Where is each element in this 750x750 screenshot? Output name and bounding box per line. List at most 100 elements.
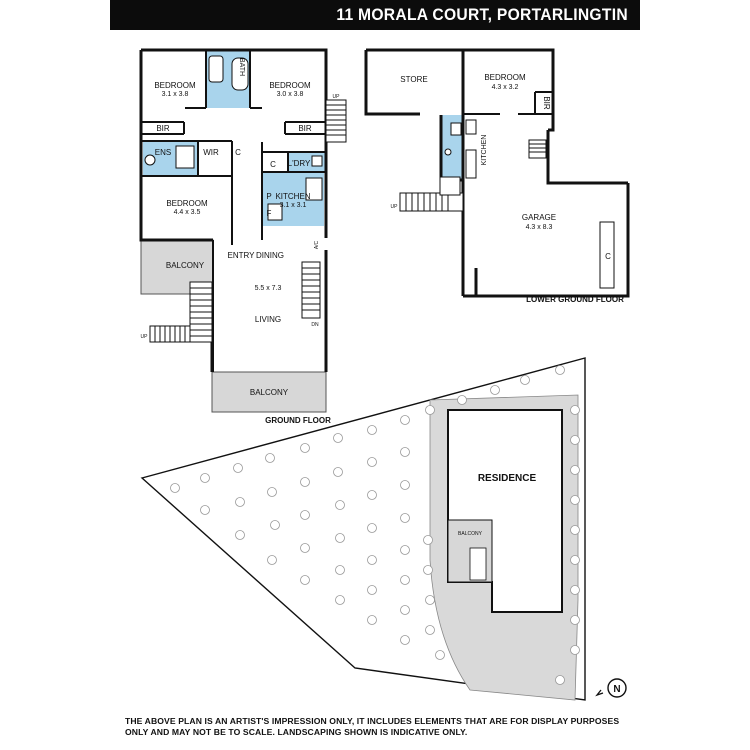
header-bar: 11 MORALA COURT, PORTARLINGTIN xyxy=(110,0,640,30)
ground-stairs xyxy=(149,99,347,343)
tree-icon xyxy=(267,555,277,565)
room-label-entry: ENTRY xyxy=(228,251,256,260)
room-size-kitchen: 3.1 x 3.1 xyxy=(280,202,307,209)
tree-icon xyxy=(400,513,410,523)
tree-icon xyxy=(570,645,580,655)
tree-icon xyxy=(555,365,565,375)
tree-icon xyxy=(335,595,345,605)
tree-icon xyxy=(570,465,580,475)
stair-label-up-left: UP xyxy=(141,334,149,340)
tree-icon xyxy=(570,615,580,625)
lower-room-label-garage: GARAGE xyxy=(522,213,556,222)
room-label-dining: DINING xyxy=(256,251,284,260)
tree-icon xyxy=(233,463,243,473)
lower-room-label-kitchen: KITCHEN xyxy=(481,135,488,166)
tree-icon xyxy=(300,477,310,487)
tree-icon xyxy=(265,453,275,463)
room-label-laundry: L'DRY xyxy=(288,159,311,168)
disclaimer-line-2: ONLY AND MAY NOT BE TO SCALE. LANDSCAPIN… xyxy=(125,727,468,737)
lower-room-label-bedroom: BEDROOM xyxy=(484,73,526,82)
tree-icon xyxy=(367,555,377,565)
tree-icon xyxy=(335,565,345,575)
room-size-bedroom-ne: 3.0 x 3.8 xyxy=(277,91,304,98)
room-label-bir-left: BIR xyxy=(156,124,170,133)
lower-ground-floor-plan: STORE BEDROOM 4.3 x 3.2 BIR KITCHEN GARA… xyxy=(364,48,630,304)
site-plan: RESIDENCE BALCONY N xyxy=(140,357,627,701)
tree-icon xyxy=(423,565,433,575)
tree-icon xyxy=(170,483,180,493)
tree-icon xyxy=(490,385,500,395)
lower-room-size-bedroom: 4.3 x 3.2 xyxy=(492,84,519,91)
tree-icon xyxy=(400,415,410,425)
room-label-ens: ENS xyxy=(155,148,171,157)
site-label-residence: RESIDENCE xyxy=(478,473,537,484)
tree-icon xyxy=(400,447,410,457)
room-label-living: LIVING xyxy=(255,315,281,324)
tree-icon xyxy=(200,473,210,483)
site-label-balcony: BALCONY xyxy=(458,531,483,537)
room-label-balcony-side: BALCONY xyxy=(166,261,205,270)
tree-icon xyxy=(300,510,310,520)
room-label-kitchen: KITCHEN xyxy=(275,192,310,201)
room-label-bedroom-nw: BEDROOM xyxy=(154,81,196,90)
room-label-balcony-front: BALCONY xyxy=(250,388,289,397)
tree-icon xyxy=(300,543,310,553)
tree-icon xyxy=(267,487,277,497)
tree-icon xyxy=(235,530,245,540)
tree-icon xyxy=(425,595,435,605)
ground-outer-wall xyxy=(139,48,328,372)
room-size-living: 5.5 x 7.3 xyxy=(255,285,282,292)
tree-icon xyxy=(555,675,565,685)
room-label-cupboard-1: C xyxy=(235,148,241,157)
tree-icon xyxy=(570,495,580,505)
room-size-bedroom-nw: 3.1 x 3.8 xyxy=(162,91,189,98)
tree-icon xyxy=(333,467,343,477)
room-label-bath: BATH xyxy=(238,58,245,76)
tree-icon xyxy=(367,585,377,595)
tree-icon xyxy=(235,497,245,507)
tree-icon xyxy=(457,395,467,405)
tree-icon xyxy=(400,635,410,645)
ground-floor-label: GROUND FLOOR xyxy=(265,416,331,425)
page-title: 11 MORALA COURT, PORTARLINGTIN xyxy=(336,5,628,24)
tree-icon xyxy=(367,490,377,500)
lower-stairs xyxy=(399,176,464,212)
landscaping-trees xyxy=(170,365,580,685)
tree-icon xyxy=(520,375,530,385)
tree-icon xyxy=(400,605,410,615)
stair-label-dn: DN xyxy=(311,322,319,328)
tree-icon xyxy=(570,555,580,565)
lower-room-label-store: STORE xyxy=(400,75,427,84)
tree-icon xyxy=(367,425,377,435)
tree-icon xyxy=(570,435,580,445)
tree-icon xyxy=(425,405,435,415)
tree-icon xyxy=(400,480,410,490)
room-label-bedroom-main: BEDROOM xyxy=(166,199,208,208)
tree-icon xyxy=(367,615,377,625)
disclaimer-line-1: THE ABOVE PLAN IS AN ARTIST'S IMPRESSION… xyxy=(125,716,620,726)
tree-icon xyxy=(335,500,345,510)
tree-icon xyxy=(570,405,580,415)
tree-icon xyxy=(400,575,410,585)
disclaimer: THE ABOVE PLAN IS AN ARTIST'S IMPRESSION… xyxy=(125,716,685,738)
tree-icon xyxy=(425,625,435,635)
room-label-cupboard-2: C xyxy=(270,160,276,169)
tree-icon xyxy=(367,457,377,467)
tree-icon xyxy=(423,535,433,545)
tree-icon xyxy=(367,523,377,533)
lower-room-label-cupboard: C xyxy=(605,252,611,261)
tree-icon xyxy=(270,520,280,530)
tree-icon xyxy=(200,505,210,515)
room-size-bedroom-main: 4.4 x 3.5 xyxy=(174,209,201,216)
ground-floor-plan: BEDROOM 3.1 x 3.8 BATH BEDROOM 3.0 x 3.8… xyxy=(139,48,347,425)
tree-icon xyxy=(570,525,580,535)
tree-icon xyxy=(300,575,310,585)
room-label-bedroom-ne: BEDROOM xyxy=(269,81,311,90)
lower-stair-label-up: UP xyxy=(391,204,399,210)
room-label-pantry: P xyxy=(266,192,271,201)
lower-ground-floor-label: LOWER GROUND FLOOR xyxy=(526,295,624,304)
compass-label: N xyxy=(613,684,620,695)
room-label-wir: WIR xyxy=(203,148,219,157)
tree-icon xyxy=(400,545,410,555)
